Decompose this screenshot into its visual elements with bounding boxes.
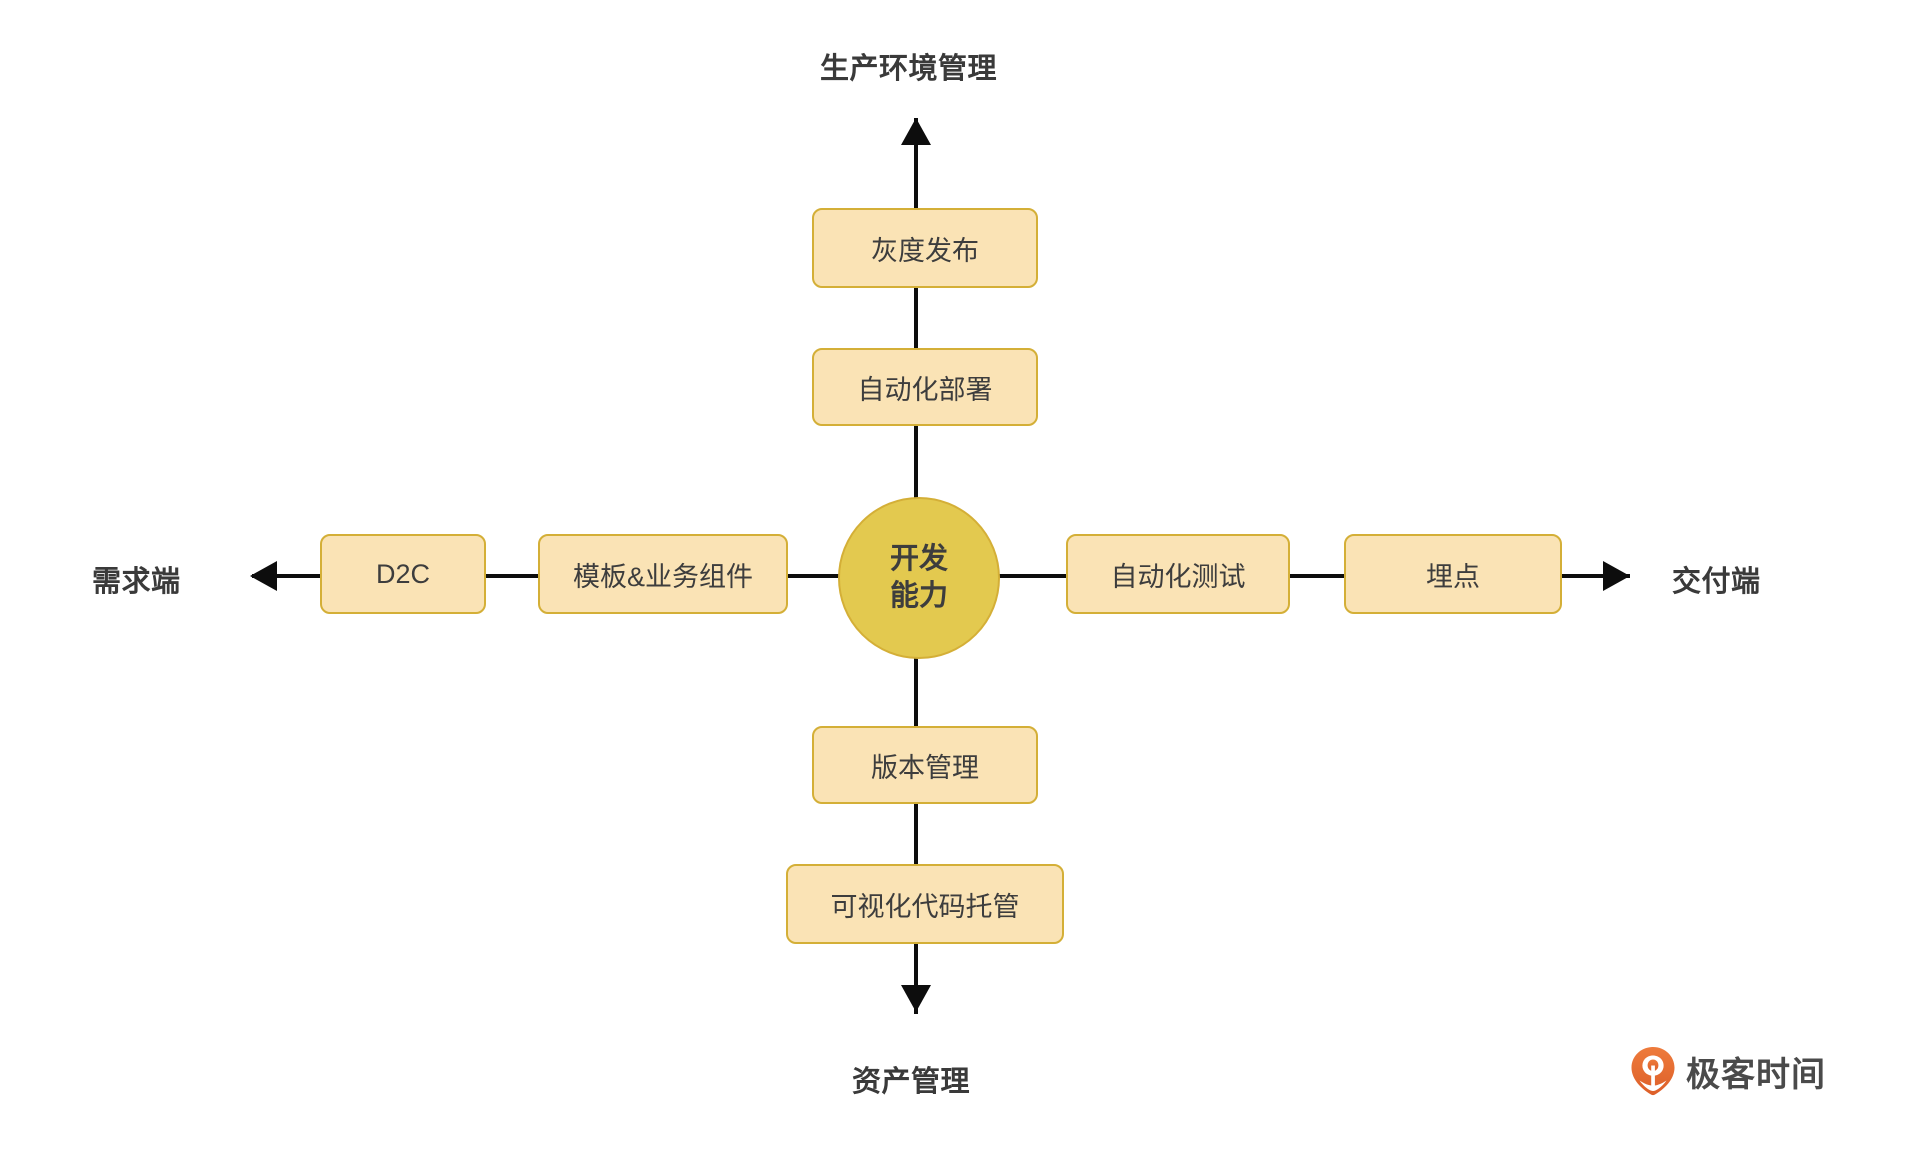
axis-line-down-inner xyxy=(914,640,918,728)
axis-line-left-outer xyxy=(252,574,322,578)
node-label: 自动化测试 xyxy=(1110,561,1246,592)
node-gray-release[interactable]: 灰度发布 xyxy=(812,208,1038,288)
watermark: 极客时间 xyxy=(1630,1046,1826,1096)
axis-line-right-outer xyxy=(1560,574,1630,578)
geekbang-pin-logo-icon xyxy=(1631,1047,1675,1096)
axis-line-up-inner xyxy=(914,424,918,514)
axis-label-left: 需求端 xyxy=(92,566,181,598)
node-label: 版本管理 xyxy=(871,752,979,783)
node-d2c[interactable]: D2C xyxy=(320,534,486,614)
center-label-line2: 能力 xyxy=(889,580,948,612)
node-visual-code-hosting[interactable]: 可视化代码托管 xyxy=(786,864,1064,944)
node-label: 可视化代码托管 xyxy=(830,891,1020,922)
arrow-right-icon xyxy=(1603,561,1630,591)
axis-line-down-between xyxy=(914,804,918,864)
watermark-text: 极客时间 xyxy=(1686,1055,1826,1094)
center-label-line1: 开发 xyxy=(889,542,948,575)
axis-label-right: 交付端 xyxy=(1672,566,1761,598)
node-tracking-points[interactable]: 埋点 xyxy=(1344,534,1562,614)
axis-line-left-inner xyxy=(786,574,858,578)
node-label: 模板&业务组件 xyxy=(572,561,753,592)
arrow-left-icon xyxy=(250,561,277,591)
arrow-down-icon xyxy=(901,985,931,1012)
axis-line-down-outer xyxy=(914,944,918,1014)
node-template-business-components[interactable]: 模板&业务组件 xyxy=(538,534,788,614)
axis-line-right-between xyxy=(1290,574,1346,578)
node-label: D2C xyxy=(375,558,430,589)
axis-line-up-between xyxy=(914,288,918,348)
center-node-development-capability[interactable]: 开发 能力 xyxy=(838,497,1000,659)
node-automated-testing[interactable]: 自动化测试 xyxy=(1066,534,1290,614)
axis-line-right-inner xyxy=(978,574,1068,578)
axis-line-left-between xyxy=(484,574,540,578)
axis-label-bottom: 资产管理 xyxy=(852,1066,971,1098)
node-label: 自动化部署 xyxy=(857,374,993,405)
node-version-management[interactable]: 版本管理 xyxy=(812,726,1038,804)
node-automated-deployment[interactable]: 自动化部署 xyxy=(812,348,1038,426)
axis-label-top: 生产环境管理 xyxy=(820,53,998,85)
node-label: 埋点 xyxy=(1426,561,1480,592)
arrow-up-icon xyxy=(901,118,931,145)
axis-line-up-outer xyxy=(914,118,918,210)
node-label: 灰度发布 xyxy=(871,235,979,266)
